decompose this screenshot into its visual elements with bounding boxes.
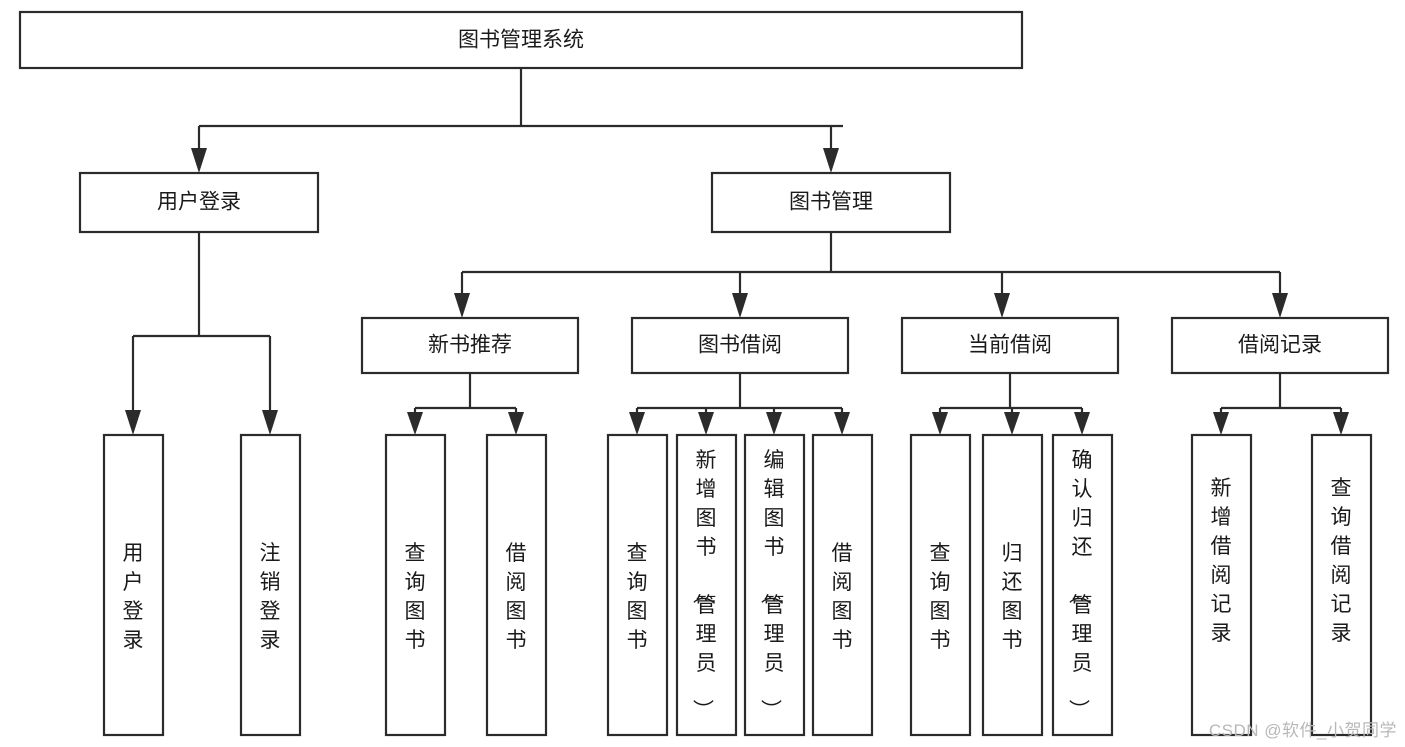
arrowhead-book-manage (823, 148, 839, 173)
node-new-book-recommend-box[interactable] (360, 316, 580, 375)
leaf-borrow-book-bb-label: 借阅图书 (832, 542, 853, 652)
leaf-edit-book-box[interactable] (743, 433, 806, 737)
leaf-query-record-box[interactable] (1310, 433, 1373, 737)
leaf-confirm-return-box[interactable] (1051, 433, 1114, 737)
leaf-user-logout-box[interactable] (239, 433, 302, 737)
arrowhead-leaf-query-book-nb (407, 412, 423, 435)
leaf-node-borrow-book-bb[interactable]: 借阅图书 (811, 433, 874, 737)
leaf-user-login-label: 用户登录 (123, 542, 144, 652)
leaf-node-query-record[interactable]: 查询借阅记录 (1310, 433, 1373, 737)
arrowhead-leaf-confirm-return (1074, 412, 1090, 435)
arrowhead-leaf-return-book (1004, 412, 1020, 435)
connector-new-book-recommend-to-leaves (407, 373, 524, 435)
node-user-login[interactable]: 用户登录 (78, 171, 320, 234)
node-user-login-box[interactable] (78, 171, 320, 234)
node-current-borrow[interactable]: 当前借阅 (900, 316, 1120, 375)
node-borrow-record-label: 借阅记录 (1238, 334, 1322, 357)
node-new-book-recommend[interactable]: 新书推荐 (360, 316, 580, 375)
arrowhead-new-book-recommend (454, 293, 470, 318)
leaf-return-book-label: 归还图书 (1002, 542, 1023, 652)
leaf-query-book-cb-box[interactable] (909, 433, 972, 737)
leaf-borrow-book-bb-box[interactable] (811, 433, 874, 737)
leaf-query-book-nb-box[interactable] (384, 433, 447, 737)
arrowhead-leaf-borrow-book-nb (508, 412, 524, 435)
leaf-node-query-book-bb[interactable]: 查询图书 (606, 433, 669, 737)
leaf-query-book-bb-box[interactable] (606, 433, 669, 737)
node-book-borrow-box[interactable] (630, 316, 850, 375)
leaf-borrow-book-nb-label: 借阅图书 (506, 542, 527, 652)
arrowhead-leaf-query-book-cb (932, 412, 948, 435)
leaf-add-record-label: 新增借阅记录 (1211, 477, 1232, 645)
node-book-manage-box[interactable] (710, 171, 952, 234)
arrowhead-leaf-add-book (698, 412, 714, 435)
arrowhead-borrow-record (1272, 293, 1288, 318)
arrowhead-leaf-edit-book (766, 412, 782, 435)
arrowhead-user-login (191, 148, 207, 173)
leaf-user-login-box[interactable] (102, 433, 165, 737)
leaf-node-edit-book[interactable]: 编辑图书（管理员） (743, 433, 806, 737)
leaf-add-book-label: 新增图书（管理员） (691, 449, 717, 720)
node-new-book-recommend-label: 新书推荐 (428, 334, 512, 357)
leaf-confirm-return-label: 确认归还（管理员） (1067, 449, 1093, 720)
arrowhead-leaf-add-record (1213, 412, 1229, 435)
leaf-edit-book-label: 编辑图书（管理员） (759, 449, 785, 720)
node-book-manage-label: 图书管理 (789, 191, 873, 214)
arrowhead-leaf-borrow-book-bb (834, 412, 850, 435)
node-book-borrow[interactable]: 图书借阅 (630, 316, 850, 375)
leaf-user-logout-label: 注销登录 (260, 542, 281, 652)
leaf-node-query-book-nb[interactable]: 查询图书 (384, 433, 447, 737)
connector-current-borrow-to-leaves (932, 373, 1090, 435)
leaf-return-book-box[interactable] (981, 433, 1044, 737)
node-root-box[interactable] (18, 10, 1024, 70)
connector-user-login-to-leaves (125, 232, 278, 435)
leaf-node-user-login[interactable]: 用户登录 (102, 433, 165, 737)
node-current-borrow-box[interactable] (900, 316, 1120, 375)
node-root-label: 图书管理系统 (458, 29, 584, 52)
leaf-query-book-cb-label: 查询图书 (930, 542, 951, 652)
connector-borrow-record-to-leaves (1213, 373, 1349, 435)
node-borrow-record[interactable]: 借阅记录 (1170, 316, 1390, 375)
leaf-node-add-book[interactable]: 新增图书（管理员） (675, 433, 738, 737)
leaf-node-return-book[interactable]: 归还图书 (981, 433, 1044, 737)
leaf-borrow-book-nb-box[interactable] (485, 433, 548, 737)
arrowhead-book-borrow (732, 293, 748, 318)
connector-book-manage-to-level2 (454, 232, 1288, 318)
leaf-query-book-nb-label: 查询图书 (405, 542, 426, 652)
leaf-add-record-box[interactable] (1190, 433, 1253, 737)
leaf-node-confirm-return[interactable]: 确认归还（管理员） (1051, 433, 1114, 737)
node-book-manage[interactable]: 图书管理 (710, 171, 952, 234)
arrowhead-leaf-user-login (125, 410, 141, 435)
leaf-add-book-box[interactable] (675, 433, 738, 737)
node-user-login-label: 用户登录 (157, 191, 241, 214)
leaf-node-borrow-book-nb[interactable]: 借阅图书 (485, 433, 548, 737)
arrowhead-leaf-query-record (1333, 412, 1349, 435)
leaf-node-add-record[interactable]: 新增借阅记录 (1190, 433, 1253, 737)
leaf-query-record-label: 查询借阅记录 (1331, 477, 1352, 645)
arrowhead-leaf-query-book-bb (629, 412, 645, 435)
node-root[interactable]: 图书管理系统 (18, 10, 1024, 70)
connector-root-to-level1 (191, 68, 843, 173)
leaf-query-book-bb-label: 查询图书 (627, 542, 648, 652)
leaf-node-user-logout[interactable]: 注销登录 (239, 433, 302, 737)
node-borrow-record-box[interactable] (1170, 316, 1390, 375)
arrowhead-leaf-user-logout (262, 410, 278, 435)
leaf-node-query-book-cb[interactable]: 查询图书 (909, 433, 972, 737)
node-current-borrow-label: 当前借阅 (968, 334, 1052, 357)
arrowhead-current-borrow (994, 293, 1010, 318)
node-book-borrow-label: 图书借阅 (698, 334, 782, 357)
connector-book-borrow-to-leaves (629, 373, 850, 435)
